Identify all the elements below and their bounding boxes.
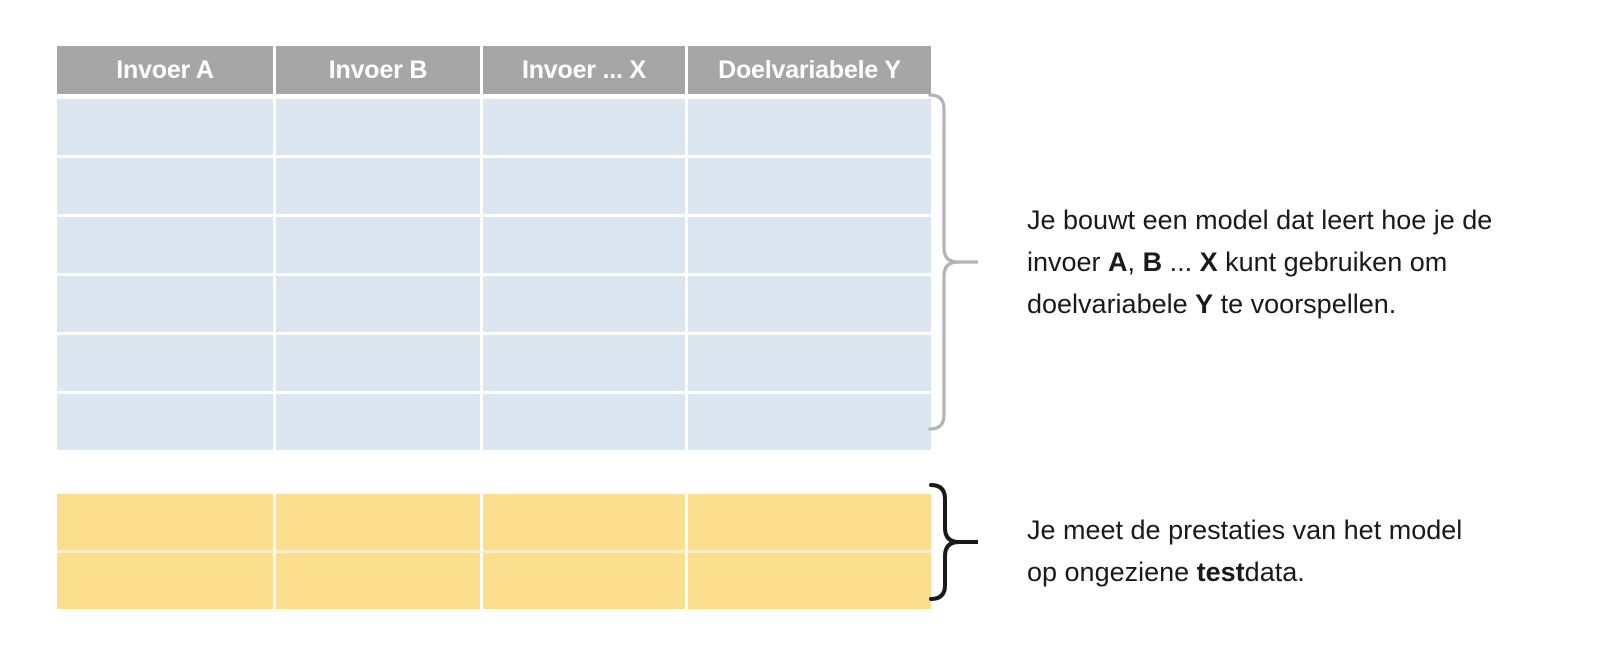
table-cell [688,276,931,335]
column-header-invoer-a: Invoer A [57,46,276,94]
table-cell [483,217,688,276]
training-text-part: ... [1162,247,1200,277]
table-cell [57,217,276,276]
table-cell [57,276,276,335]
column-header-invoer-x: Invoer ... X [483,46,688,94]
test-keyword-label: test [1196,557,1245,587]
training-table-header: Invoer A Invoer B Invoer ... X Doelvaria… [57,46,931,94]
table-cell [688,394,931,450]
table-cell [483,483,688,553]
training-input-a-label: A [1108,247,1128,277]
table-row [57,394,931,450]
table-cell [57,94,276,158]
training-text-part: Je bouwt een model dat leert hoe je de [1027,205,1493,235]
table-row [57,483,931,553]
table-cell [276,94,483,158]
table-cell [276,483,483,553]
table-cell [483,553,688,609]
training-annotation-text: Je bouwt een model dat leert hoe je de i… [1027,199,1587,325]
training-text-part: doelvariabele [1027,289,1196,319]
training-input-x-label: X [1199,247,1218,277]
test-curly-brace-icon [929,483,978,601]
table-cell [276,335,483,394]
training-data-table: Invoer A Invoer B Invoer ... X Doelvaria… [57,46,931,450]
table-cell [688,217,931,276]
table-cell [483,335,688,394]
table-cell [276,394,483,450]
training-curly-brace-icon [928,93,978,431]
test-text-part: data. [1244,557,1305,587]
training-text-part: , [1127,247,1143,277]
test-table-body [57,483,931,609]
test-annotation-text: Je meet de prestaties van het model op o… [1027,509,1567,593]
table-row [57,335,931,394]
column-header-doelvariabele-y: Doelvariabele Y [688,46,931,94]
table-cell [57,158,276,217]
table-cell [688,158,931,217]
table-cell [276,158,483,217]
table-cell [57,483,276,553]
table-row [57,276,931,335]
table-cell [57,335,276,394]
column-header-invoer-b: Invoer B [276,46,483,94]
table-cell [483,394,688,450]
table-cell [276,553,483,609]
table-row [57,553,931,609]
test-text-part: op ongeziene [1027,557,1197,587]
training-annotation-line-3: doelvariabele Y te voorspellen. [1027,283,1587,325]
table-row [57,158,931,217]
table-cell [276,217,483,276]
training-text-part: kunt gebruiken om [1217,247,1448,277]
test-data-table [57,483,931,609]
test-text-part: Je meet de prestaties van het model [1027,515,1463,545]
table-cell [276,276,483,335]
table-cell [688,94,931,158]
test-annotation-line-2: op ongeziene testdata. [1027,551,1567,593]
table-cell [688,483,931,553]
training-annotation-line-1: Je bouwt een model dat leert hoe je de [1027,199,1587,241]
training-annotation-line-2: invoer A, B ... X kunt gebruiken om [1027,241,1587,283]
training-table-body [57,94,931,450]
table-cell [57,553,276,609]
table-header-row: Invoer A Invoer B Invoer ... X Doelvaria… [57,46,931,94]
table-cell [483,276,688,335]
table-row [57,217,931,276]
training-text-part: invoer [1027,247,1109,277]
table-cell [688,335,931,394]
table-cell [57,394,276,450]
training-input-b-label: B [1142,247,1163,277]
test-annotation-line-1: Je meet de prestaties van het model [1027,509,1567,551]
table-row [57,94,931,158]
table-cell [483,94,688,158]
table-cell [483,158,688,217]
table-cell [688,553,931,609]
training-text-part: te voorspellen. [1213,289,1397,319]
training-target-y-label: Y [1195,289,1214,319]
